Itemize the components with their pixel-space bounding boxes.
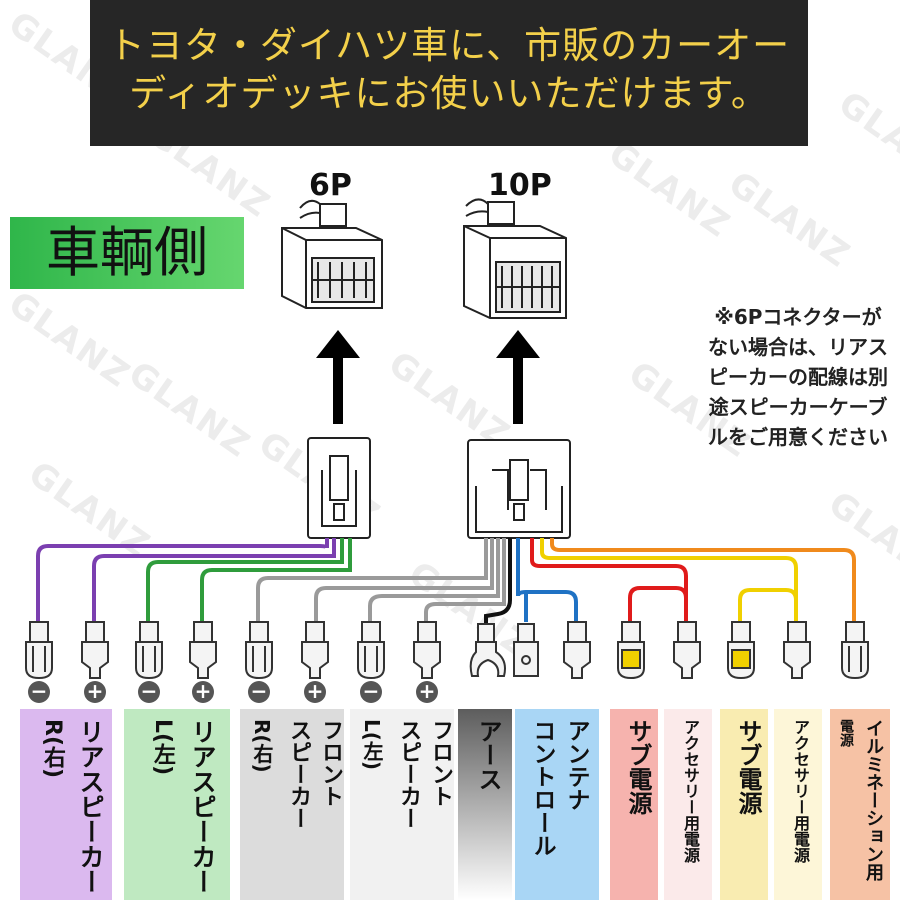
wire-orange [550,538,856,622]
wire-gray-2 [314,538,494,622]
terminal-female-1 [25,621,53,680]
label-text: リアスピーカー [188,719,217,894]
headline-banner: トヨタ・ダイハツ車に、市販のカーオー ディオデッキにお使いいただけます。 [90,0,808,146]
terminal-male-5 [563,621,591,679]
label-text: コントロール [529,719,555,857]
label-text: スピーカー [396,719,421,829]
wire-red [530,538,688,622]
label-text: R(右) [40,719,65,779]
vehicle-side-badge: 車輌側 [10,217,244,289]
connector-10p-label: 10P [488,168,552,203]
vehicle-connector-6p [281,199,383,309]
label-text: イルミネーション用 [863,719,884,881]
label-text: リアスピーカー [76,719,105,894]
label-text: フロント [318,719,343,807]
wire-green-1 [146,538,344,622]
label-text: L(左) [150,719,175,776]
minus-badge: − [138,681,160,703]
headline-line-2: ディオデッキにお使いいただけます。 [129,72,769,115]
label-text: L(左) [360,719,384,771]
wire-blue [516,538,578,622]
label-text: アース [474,719,502,791]
label-rear-speaker-r: リアスピーカー R(右) [20,709,112,900]
label-antenna-control: アンテナ コントロール [515,709,599,900]
terminal-ground-fork [469,623,506,677]
terminal-male-3 [301,621,329,679]
label-front-speaker-r: フロント スピーカー R(右) [240,709,344,900]
wire-yellow [540,538,798,622]
terminal-female-3 [245,621,273,680]
arrow-10p [496,330,540,424]
label-text: アクセサリー用電源 [681,719,700,863]
headline-line-1: トヨタ・ダイハツ車に、市販のカーオー [107,24,791,67]
wire-green-2 [200,538,352,622]
label-text: サブ電源 [734,719,762,815]
harness-connector-10p [467,439,571,539]
terminal-male-4 [413,621,441,679]
terminal-male-1 [81,621,109,679]
label-accessory-power-1: アクセサリー用電源 [664,709,712,900]
wire-black [484,538,512,626]
connector-6p-label: 6P [309,168,352,203]
plus-badge: + [84,681,106,703]
minus-badge: − [360,681,382,703]
label-front-speaker-l: フロント スピーカー L(左) [350,709,454,900]
terminal-female-7 [841,621,869,680]
plus-badge: + [416,681,438,703]
terminal-male-2 [189,621,217,679]
label-text: R(右) [250,719,274,773]
wire-purple-2 [92,538,336,622]
label-rear-speaker-l: リアスピーカー L(左) [124,709,230,900]
wire-purple-1 [36,538,329,622]
label-sub-power-2: サブ電源 [720,709,768,900]
minus-badge: − [248,681,270,703]
label-accessory-power-2: アクセサリー用電源 [774,709,822,900]
label-text: アクセサリー用電源 [791,719,810,863]
label-sub-power-1: サブ電源 [610,709,658,900]
label-text: 電源 [838,719,854,747]
vehicle-connector-10p [463,198,567,319]
note-text: ※6Pコネクターがない場合は、リアスピーカーの配線は別途スピーカーケーブルをご用… [708,305,888,449]
terminal-female-5 [617,621,645,680]
plus-badge: + [304,681,326,703]
terminal-female-6 [727,621,755,680]
label-text: サブ電源 [624,719,652,815]
arrow-6p [316,330,360,424]
label-illumination-power: イルミネーション用 電源 [830,709,890,900]
terminal-female-4 [357,621,385,680]
label-text: アンテナ [563,719,589,811]
plus-badge: + [192,681,214,703]
terminal-male-7 [783,621,811,679]
wire-gray-3 [368,538,500,622]
label-text: フロント [428,719,453,807]
harness-connector-6p [307,437,371,539]
terminal-female-2 [135,621,163,680]
wire-gray-1 [256,538,488,622]
label-ground: アース [458,709,512,900]
minus-badge: − [28,681,50,703]
terminal-antenna-flag [513,623,539,677]
wire-gray-4 [424,538,506,622]
terminal-male-6 [673,621,701,679]
label-text: スピーカー [286,719,311,829]
